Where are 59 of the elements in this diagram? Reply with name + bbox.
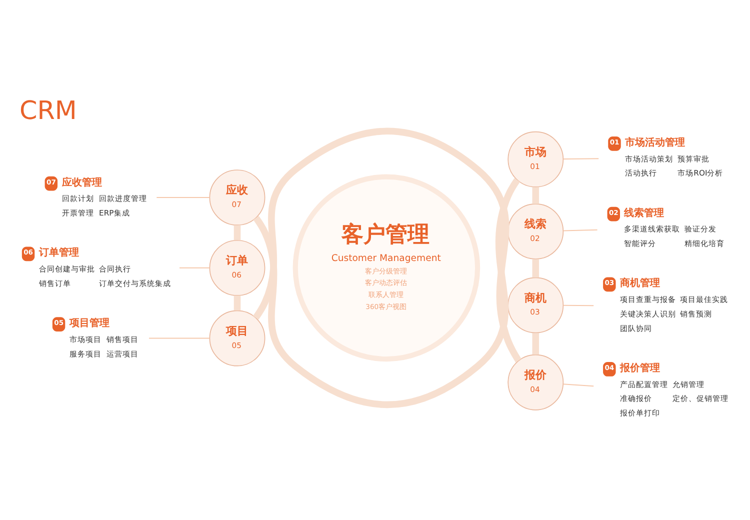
- node-circle: 订单 06: [209, 239, 266, 296]
- connector: [532, 186, 540, 204]
- node-label: 验证分发: [684, 224, 716, 234]
- node-label: 允销管理: [672, 379, 705, 388]
- node-label: 销售预测: [680, 308, 712, 318]
- node-label: 销售项目: [106, 334, 139, 344]
- node-label: 智能评分: [624, 238, 656, 248]
- connector: [563, 228, 598, 231]
- connector: [234, 224, 241, 240]
- node-label: 项目最佳实践: [680, 294, 728, 304]
- connector: [252, 127, 522, 362]
- node-label: 合同执行: [99, 264, 132, 273]
- connector: [180, 266, 210, 268]
- node-label: ERP集成: [99, 208, 130, 218]
- node-label: 线索管理: [624, 207, 664, 218]
- node-label: 报价单打印: [620, 408, 660, 418]
- node-label: 商机管理: [620, 278, 660, 289]
- node-label: 回款计划: [62, 194, 94, 203]
- node-label: 市场活动管理: [625, 136, 686, 148]
- node-label: 订单管理: [38, 247, 79, 258]
- node-label: 多渠道线索获取: [624, 224, 680, 234]
- node-label: 开票管理: [62, 208, 94, 218]
- node-label: 应收管理: [62, 176, 102, 188]
- connector: [234, 295, 241, 310]
- node-label: 项目管理: [69, 318, 110, 329]
- connector: [532, 258, 540, 278]
- node-label: 报价管理: [620, 362, 660, 374]
- connector: [156, 196, 210, 198]
- node-label: 团队协同: [620, 323, 652, 332]
- node-label: 服务项目: [69, 348, 102, 358]
- node-label: 准确报价: [620, 394, 652, 403]
- node-label: 市场ROI分析: [678, 168, 724, 178]
- connector: [149, 337, 210, 338]
- node-circle: 应收 07: [209, 169, 266, 226]
- node-label: 预算审批: [678, 154, 710, 163]
- connector: [563, 304, 594, 306]
- node-circle: 市场 01: [508, 130, 564, 187]
- diagram-title: CRM: [20, 94, 77, 125]
- node-circle: 线索 02: [508, 202, 564, 259]
- node-circle: 报价 04: [508, 354, 564, 410]
- node-label: 订单交付与系统集成: [99, 278, 172, 288]
- node-circle: 商机 03: [508, 276, 564, 333]
- node-label: 产品配置管理: [620, 379, 668, 388]
- node-label: 项目查重与报备: [620, 294, 676, 304]
- node-label: 关键决策人识别: [620, 308, 676, 318]
- node-label: 运营项目: [106, 348, 139, 358]
- node-label: 市场项目: [69, 334, 102, 344]
- node-label: 合同创建与审批: [38, 264, 95, 273]
- node-label: 销售订单: [38, 278, 71, 288]
- connector: [563, 158, 599, 160]
- connector: [253, 178, 520, 408]
- node-label: 活动执行: [625, 168, 658, 178]
- node-label: 精细化培育: [684, 238, 724, 248]
- node-circle: 项目 05: [209, 310, 266, 366]
- node-label: 定价、促销管理: [672, 394, 729, 403]
- connector: [563, 383, 594, 386]
- node-label: 市场活动策划: [625, 154, 674, 163]
- node-label: 回款进度管理: [99, 194, 148, 203]
- connector: [532, 332, 540, 354]
